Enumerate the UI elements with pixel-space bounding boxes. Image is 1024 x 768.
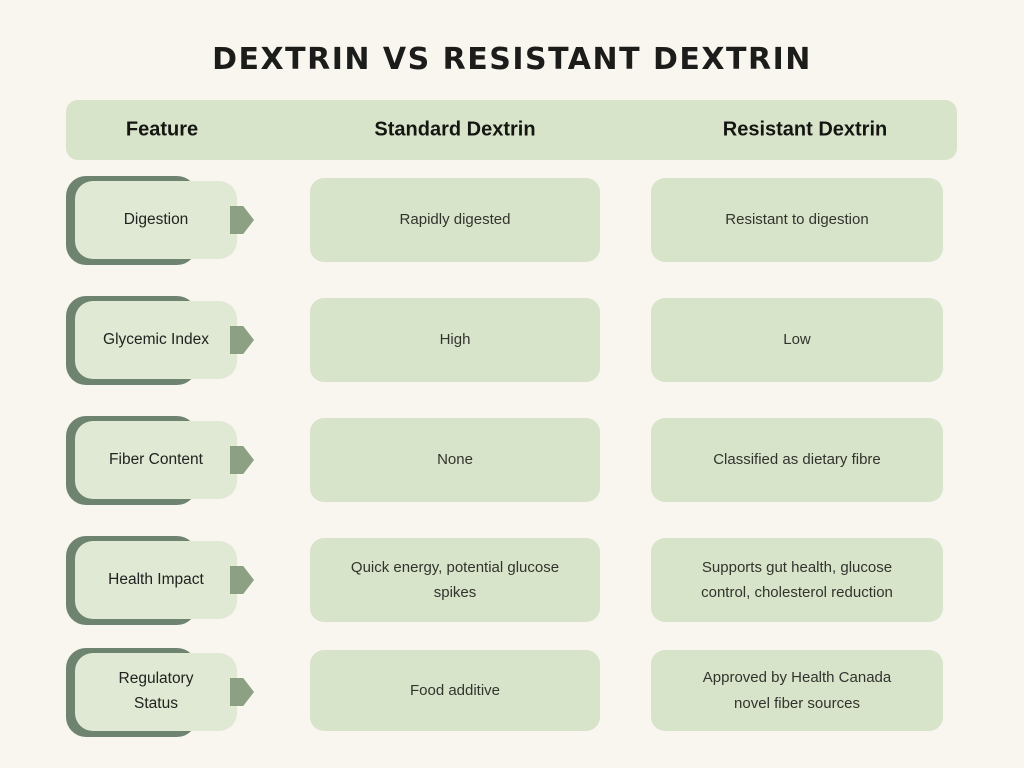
feature-label: Fiber Content (109, 450, 203, 468)
feature-tag-health-impact: Health Impact (66, 536, 254, 625)
feature-tag-face: Regulatory Status (75, 653, 237, 731)
arrow-right-icon (230, 566, 254, 594)
feature-label: Glycemic Index (103, 330, 209, 348)
feature-tag-regulatory-status: Regulatory Status (66, 648, 254, 737)
feature-tag-fiber-content: Fiber Content (66, 416, 254, 505)
page-title: DEXTRIN VS RESISTANT DEXTRIN (212, 42, 812, 77)
table-row: Digestion Rapidly digested Resistant to … (0, 176, 1024, 265)
feature-tag-face: Glycemic Index (75, 301, 237, 379)
table-row: Health Impact Quick energy, potential gl… (0, 536, 1024, 625)
cell-resistant-dextrin: Classified as dietary fibre (651, 418, 943, 502)
cell-resistant-dextrin: Resistant to digestion (651, 178, 943, 262)
feature-tag-digestion: Digestion (66, 176, 254, 265)
feature-tag-face: Fiber Content (75, 421, 237, 499)
table-row: Glycemic Index High Low (0, 296, 1024, 385)
feature-label: Digestion (123, 210, 189, 228)
cell-standard-dextrin: High (310, 298, 600, 382)
column-header-feature: Feature (125, 118, 199, 141)
feature-tag-glycemic-index: Glycemic Index (66, 296, 254, 385)
feature-tag-face: Health Impact (75, 541, 237, 619)
column-header-standard-dextrin: Standard Dextrin (374, 118, 536, 141)
cell-standard-dextrin: None (310, 418, 600, 502)
cell-resistant-dextrin: Supports gut health, glucose control, ch… (651, 538, 943, 622)
feature-label: Health Impact (108, 570, 204, 588)
cell-standard-dextrin: Quick energy, potential glucose spikes (310, 538, 600, 622)
arrow-right-icon (230, 446, 254, 474)
feature-tag-face: Digestion (75, 181, 237, 259)
table-row: Regulatory Status Food additive Approved… (0, 648, 1024, 737)
cell-resistant-dextrin: Approved by Health Canada novel fiber so… (651, 650, 943, 731)
feature-label: Regulatory Status (118, 670, 194, 712)
table-row: Fiber Content None Classified as dietary… (0, 416, 1024, 505)
arrow-right-icon (230, 206, 254, 234)
arrow-right-icon (230, 678, 254, 706)
cell-resistant-dextrin: Low (651, 298, 943, 382)
cell-standard-dextrin: Rapidly digested (310, 178, 600, 262)
arrow-right-icon (230, 326, 254, 354)
cell-standard-dextrin: Food additive (310, 650, 600, 731)
table-header-band: Feature Standard Dextrin Resistant Dextr… (66, 100, 957, 160)
column-header-resistant-dextrin: Resistant Dextrin (722, 118, 888, 141)
